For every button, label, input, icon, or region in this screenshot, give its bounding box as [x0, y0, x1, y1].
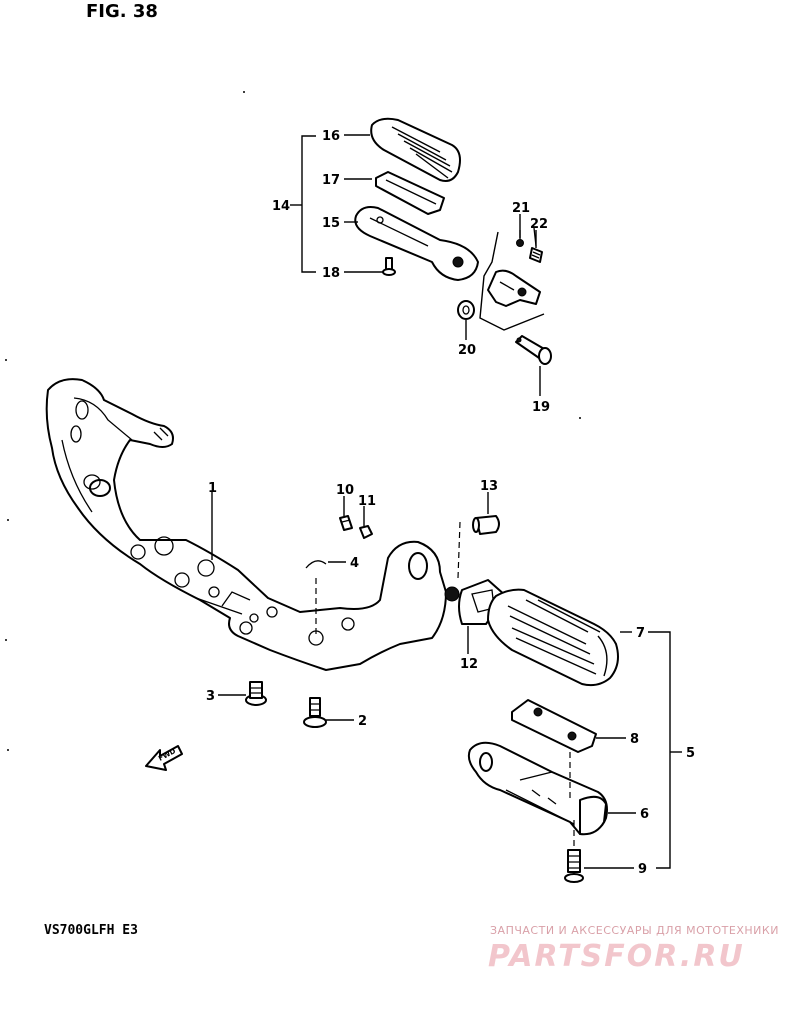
footrest-frame-bracket-1 — [45, 378, 460, 671]
group-bracket-14 — [301, 135, 316, 273]
footrest-bracket-15 — [354, 206, 479, 281]
callout-2: 2 — [358, 714, 367, 729]
scan-specks — [5, 91, 581, 751]
bolt-3 — [245, 681, 267, 706]
cap-13 — [472, 515, 500, 535]
callout-1: 1 — [208, 481, 217, 496]
washer-20 — [457, 300, 475, 320]
footrest-plate-8 — [511, 699, 597, 753]
leader-lines — [211, 134, 636, 869]
callout-10: 10 — [336, 483, 354, 498]
nut-21 — [516, 239, 524, 247]
callout-11: 11 — [358, 494, 376, 509]
callout-13: 13 — [480, 479, 498, 494]
watermark: ЗАПЧАСТИ И АКСЕССУАРЫ ДЛЯ МОТОТЕХНИКИ PA… — [488, 924, 779, 974]
forward-direction-arrow: FWD — [145, 745, 183, 771]
bolt-2 — [303, 697, 327, 728]
bolt-18 — [382, 257, 396, 276]
watermark-tagline: ЗАПЧАСТИ И АКСЕССУАРЫ ДЛЯ МОТОТЕХНИКИ — [490, 924, 779, 937]
watermark-logo: PARTSFOR.RU — [488, 939, 745, 974]
callout-12: 12 — [460, 657, 478, 672]
callout-16: 16 — [322, 129, 340, 144]
group-bracket-5 — [648, 631, 671, 869]
assembly-line-13 — [457, 521, 461, 579]
model-code: VS700GLFH E3 — [44, 923, 138, 938]
callout-7: 7 — [636, 626, 645, 641]
callout-9: 9 — [638, 862, 647, 877]
footrest-plate-17 — [375, 171, 445, 215]
callout-4: 4 — [350, 556, 359, 571]
callout-5: 5 — [686, 746, 695, 761]
callout-8: 8 — [630, 732, 639, 747]
footrest-pivot-bracket — [487, 269, 541, 307]
bolt-9 — [564, 849, 584, 883]
bolt-22 — [529, 247, 543, 263]
callout-14: 14 — [272, 199, 290, 214]
callout-22: 22 — [530, 217, 548, 232]
callout-21: 21 — [512, 201, 530, 216]
footrest-bracket-6 — [467, 741, 608, 836]
assembly-line-upper — [479, 231, 545, 331]
footrest-rubber-16 — [370, 117, 461, 182]
bolt-10 — [339, 515, 353, 531]
upper-footrest-group — [354, 117, 552, 365]
pivot-pin-19 — [515, 335, 552, 365]
nut-11 — [359, 525, 373, 539]
callout-numbers: 16 17 14 15 18 21 22 20 19 1 10 11 13 4 … — [206, 129, 695, 877]
callout-6: 6 — [640, 807, 649, 822]
callout-17: 17 — [322, 173, 340, 188]
callout-19: 19 — [532, 400, 550, 415]
clip-4 — [305, 560, 327, 569]
figure-title: FIG. 38 — [86, 1, 158, 22]
callout-15: 15 — [322, 216, 340, 231]
callout-3: 3 — [206, 689, 215, 704]
footrest-rubber-7 — [487, 588, 619, 687]
callout-20: 20 — [458, 343, 476, 358]
callout-18: 18 — [322, 266, 340, 281]
